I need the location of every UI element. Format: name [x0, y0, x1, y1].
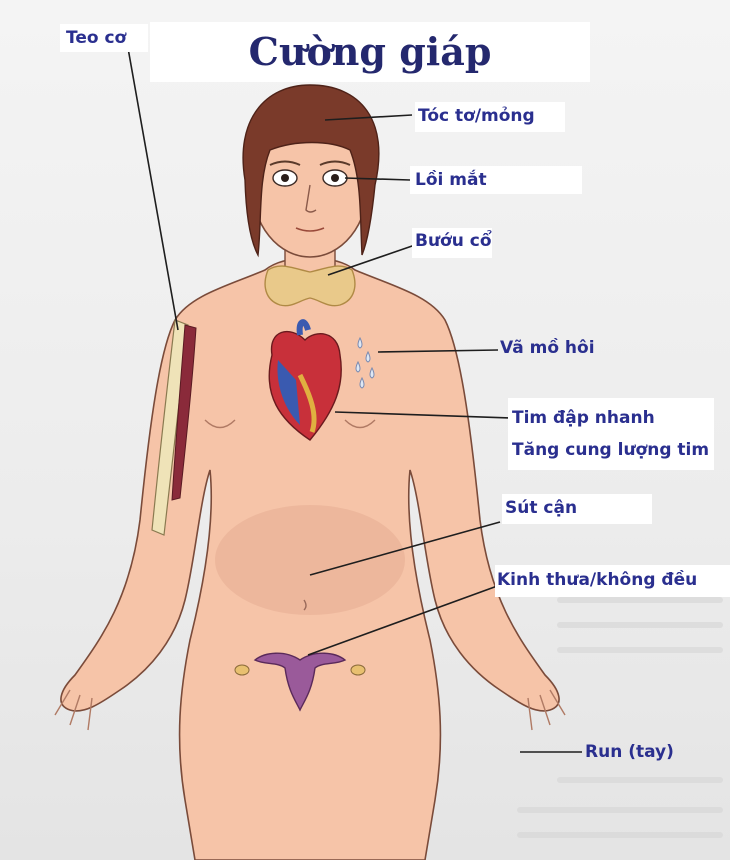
- label-exophthalmos: Lồi mắt: [415, 170, 487, 190]
- label-tachycardia: Tim đập nhanh: [512, 408, 655, 428]
- label-goiter: Bướu cổ: [415, 231, 492, 251]
- label-irregular-menses: Kinh thưa/không đều: [497, 570, 697, 590]
- abdomen: [215, 505, 405, 615]
- leader-muscle: [128, 48, 178, 330]
- label-thin-hair: Tóc tơ/mỏng: [418, 106, 535, 126]
- leader-goiter: [328, 245, 415, 275]
- label-sweating: Vã mồ hôi: [500, 338, 595, 358]
- label-weight-loss: Sút cận: [505, 498, 577, 518]
- label-tremor: Run (tay): [585, 742, 674, 762]
- label-cardiac-output: Tăng cung lượng tim: [512, 440, 709, 460]
- diagram-title: Cường giáp: [150, 22, 590, 82]
- label-muscle-atrophy: Teo cơ: [66, 28, 126, 48]
